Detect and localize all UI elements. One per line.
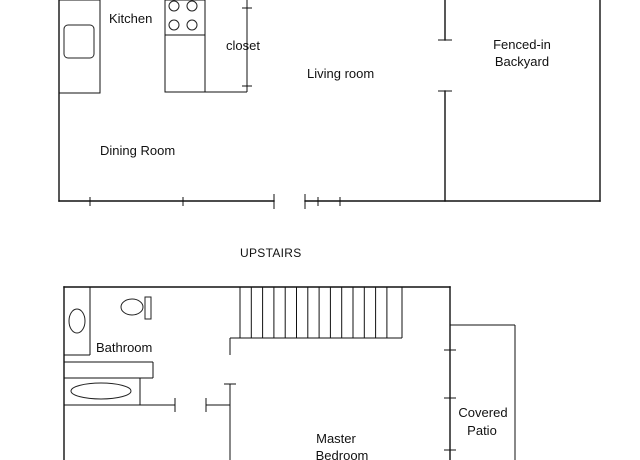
covered-patio-label-line1: Covered (458, 405, 507, 420)
living-room-label: Living room (307, 66, 374, 81)
upstairs-heading: UPSTAIRS (240, 246, 302, 260)
downstairs-plan: Kitchen closet Living room Dining Room F… (58, 0, 601, 209)
kitchen-sink-icon (63, 24, 95, 59)
bathtub-icon (70, 382, 132, 400)
master-bedroom-label-line2: Bedroom (316, 448, 369, 460)
covered-patio-label-line2: Patio (467, 423, 497, 438)
stove-burner-icon (168, 0, 180, 12)
staircase (239, 287, 388, 338)
bathroom-label: Bathroom (96, 340, 152, 355)
stove-burner-icon (186, 19, 198, 31)
kitchen-label: Kitchen (109, 11, 152, 26)
kitchen-range-counter (164, 0, 206, 93)
kitchen-counter (58, 0, 101, 94)
dining-room-label: Dining Room (100, 143, 175, 158)
backyard-label-line2: Backyard (495, 54, 549, 69)
toilet-tank-icon (144, 296, 152, 320)
stove-burner-icon (168, 19, 180, 31)
closet-label: closet (226, 38, 260, 53)
bathroom-sink-icon (68, 308, 86, 334)
backyard-label-line1: Fenced-in (493, 37, 551, 52)
stove-burner-icon (186, 0, 198, 12)
master-bedroom-label-line1: Master (316, 431, 356, 446)
upstairs-plan: Bathroom Master Bedroom Covered Patio (63, 286, 516, 460)
toilet-bowl-icon (120, 298, 144, 316)
